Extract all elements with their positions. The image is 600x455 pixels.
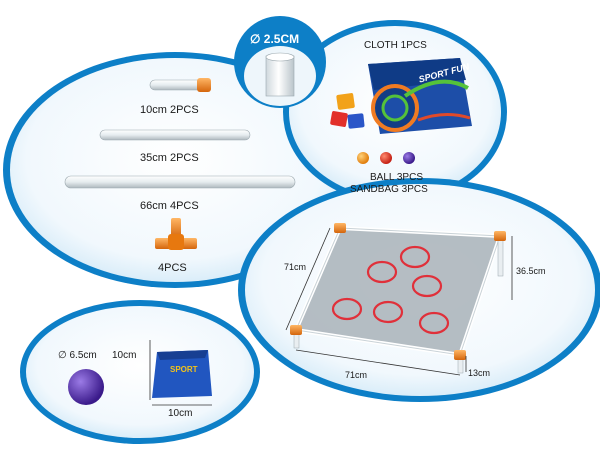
detail-bubble xyxy=(20,300,260,444)
pipe-10cm xyxy=(149,78,211,92)
sandbag-detail-image: SPORT xyxy=(149,340,212,406)
pipe-35cm xyxy=(99,129,251,141)
frame-width-bottom-label: 71cm xyxy=(345,370,368,380)
sandbag-height-label: 10cm xyxy=(112,350,137,361)
parts-bubble xyxy=(3,52,347,288)
ball-size-label: ∅ 6.5cm xyxy=(58,350,97,361)
connector-label: 4PCS xyxy=(158,262,187,274)
cloth-label: CLOTH 1PCS xyxy=(364,40,427,51)
ball-size-value: 6.5cm xyxy=(69,350,97,361)
pipe-66cm xyxy=(64,175,296,189)
cloth-image xyxy=(368,58,472,134)
frame-image xyxy=(285,223,513,376)
svg-text:SPORT: SPORT xyxy=(170,365,198,374)
pipe-10cm-label: 10cm 2PCS xyxy=(140,104,199,116)
ball-diameter-symbol: ∅ xyxy=(58,350,67,361)
frame-leg-label: 13cm xyxy=(468,368,491,378)
frame-height-label: 36.5cm xyxy=(516,266,546,276)
frame-width-top-label: 71cm xyxy=(284,262,307,272)
diameter-value: 2.5CM xyxy=(263,32,300,46)
balls-label: BALL 3PCS xyxy=(370,172,423,183)
balls-image xyxy=(357,152,415,164)
connector-icon xyxy=(155,218,197,250)
ball-detail-image xyxy=(68,369,104,405)
sandbags-image xyxy=(330,93,365,129)
sandbag-width-label: 10cm xyxy=(168,408,193,419)
pipe-35cm-label: 35cm 2PCS xyxy=(140,152,199,164)
pipe-66cm-label: 66cm 4PCS xyxy=(140,200,199,212)
diameter-symbol: ∅ xyxy=(250,32,261,46)
diameter-bubble xyxy=(234,16,326,108)
sandbags-label: SANDBAG 3PCS xyxy=(350,184,428,195)
pipe-diameter-label: ∅ 2.5CM xyxy=(250,32,299,46)
